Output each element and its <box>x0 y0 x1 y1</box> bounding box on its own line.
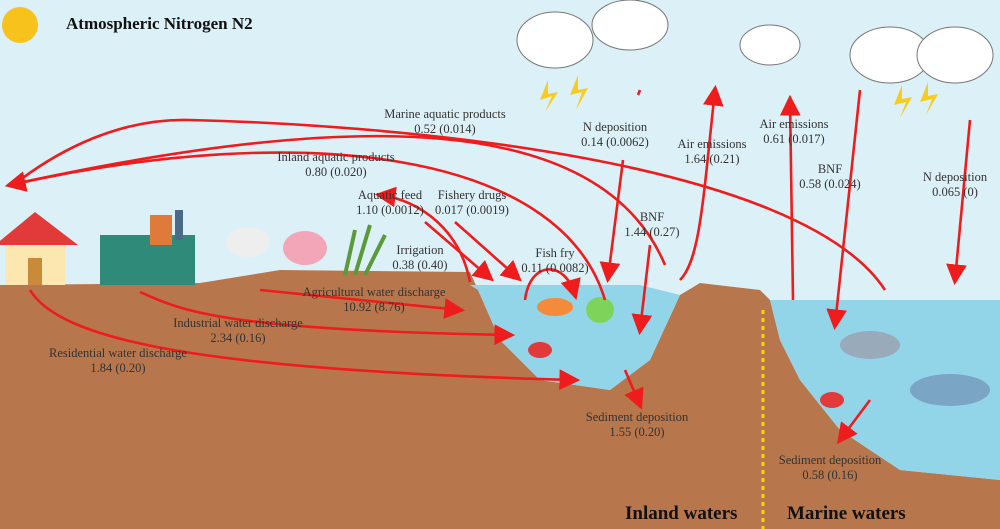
flow-name: Inland aquatic products <box>277 150 395 164</box>
flow-value: 0.14 (0.0062) <box>581 135 649 149</box>
flow-value: 1.64 (0.21) <box>684 152 740 166</box>
flow-name: Marine aquatic products <box>384 107 506 121</box>
house-icon <box>0 212 78 285</box>
flow-name: Air emissions <box>759 117 829 131</box>
inland-water <box>470 285 680 390</box>
marine-water <box>770 300 1000 480</box>
factory-icon <box>100 210 195 285</box>
flow-name: Sediment deposition <box>585 410 689 424</box>
flow-value: 10.92 (8.76) <box>343 300 405 314</box>
flow-value: 0.065 (0) <box>932 185 978 199</box>
flow-name: Fishery drugs <box>437 188 507 202</box>
flow-name: Irrigation <box>396 243 444 257</box>
region-label-inland-waters: Inland waters <box>625 503 738 524</box>
flow-value: 1.10 (0.0012) <box>356 203 424 217</box>
lightning-icon <box>540 75 938 118</box>
flow-name: Industrial water discharge <box>173 316 303 330</box>
page-title: Atmospheric Nitrogen N2 <box>66 14 253 33</box>
flow-name: Residential water discharge <box>49 346 187 360</box>
crab-icon <box>528 342 844 408</box>
sun-icon <box>2 7 38 43</box>
fish-icon <box>537 297 990 406</box>
livestock-icon <box>226 227 327 265</box>
flow-name: Aquatic feed <box>357 188 423 202</box>
flow-value: 0.52 (0.014) <box>414 122 476 136</box>
region-label-marine-waters: Marine waters <box>787 503 906 524</box>
flow-value: 0.11 (0.0082) <box>521 261 589 275</box>
cloud-icon <box>516 0 994 84</box>
flow-name: Air emissions <box>677 137 747 151</box>
flow-value: 1.44 (0.27) <box>624 225 680 239</box>
flow-value: 2.34 (0.16) <box>210 331 266 345</box>
flow-name: BNF <box>639 210 665 224</box>
flow-value: 0.017 (0.0019) <box>435 203 509 217</box>
flow-value: 0.38 (0.40) <box>392 258 448 272</box>
flow-name: Fish fry <box>535 246 575 260</box>
flow-name: BNF <box>817 162 843 176</box>
flow-value: 0.58 (0.024) <box>799 177 861 191</box>
flow-name: Sediment deposition <box>778 453 882 467</box>
rice-plant-icon <box>343 224 387 276</box>
flow-value: 0.80 (0.020) <box>305 165 367 179</box>
land <box>0 270 1000 529</box>
flow-value: 0.58 (0.16) <box>802 468 858 482</box>
flow-name: Agricultural water discharge <box>302 285 446 299</box>
flow-value: 0.61 (0.017) <box>763 132 825 146</box>
flow-name: N deposition <box>582 120 648 134</box>
flow-value: 1.55 (0.20) <box>609 425 665 439</box>
flow-name: N deposition <box>922 170 988 184</box>
flow-value: 1.84 (0.20) <box>90 361 146 375</box>
flow-arrows <box>4 84 972 445</box>
